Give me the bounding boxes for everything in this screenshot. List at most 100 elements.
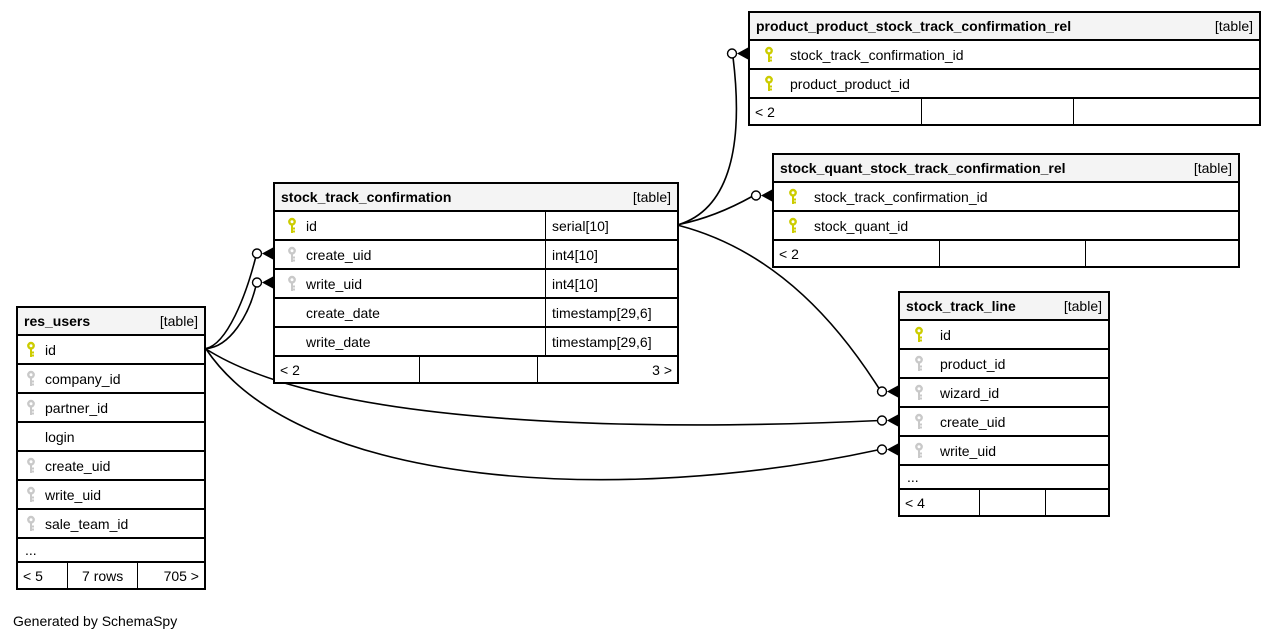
cardinality-circle-icon — [876, 415, 888, 426]
foreign-key-icon — [287, 275, 297, 292]
column-name: id — [940, 326, 951, 343]
table-header[interactable]: stock_track_line [table] — [900, 293, 1108, 321]
column-name: ... — [25, 542, 37, 558]
foreign-key-icon — [26, 486, 36, 503]
column-type-divider — [545, 212, 546, 357]
primary-key-icon — [764, 75, 774, 92]
primary-key-icon — [764, 46, 774, 63]
column-name: sale_team_id — [45, 515, 129, 532]
column-row-wizard_id: wizard_id — [900, 379, 1108, 408]
cardinality-circle-icon — [876, 386, 888, 397]
table-title[interactable]: res_users — [24, 313, 91, 329]
foreign-key-icon — [914, 413, 924, 430]
foreign-key-icon — [287, 246, 297, 263]
cardinality-circle-icon — [750, 190, 762, 201]
cardinality-circle-icon — [251, 277, 263, 288]
primary-key-icon — [914, 326, 924, 343]
table-tag: [table] — [1214, 18, 1253, 34]
column-type: serial[10] — [552, 217, 609, 234]
column-name: login — [45, 428, 75, 445]
column-name: product_id — [940, 355, 1006, 372]
crowfoot-icon — [887, 385, 898, 398]
table-header[interactable]: stock_track_confirmation [table] — [275, 184, 677, 212]
table-title[interactable]: stock_quant_stock_track_confirmation_rel — [780, 160, 1066, 176]
generated-by-note: Generated by SchemaSpy — [13, 613, 178, 629]
column-row-ellipsis: ... — [900, 466, 1108, 490]
cardinality-circle-icon — [251, 248, 263, 259]
table-rows: stock_track_confirmation_id stock_quant_i… — [774, 183, 1238, 241]
column-row-partner_id: partner_id — [18, 394, 204, 423]
cardinality-circle-icon — [876, 444, 888, 455]
column-name: ... — [907, 469, 919, 485]
footer-cell: 7 rows — [66, 563, 137, 588]
foreign-key-icon — [914, 384, 924, 401]
table-title[interactable]: stock_track_line — [906, 298, 1016, 314]
rel-res-users-id-to-stl-write-uid — [205, 348, 881, 481]
column-name: stock_track_confirmation_id — [814, 188, 988, 205]
column-name: id — [45, 341, 56, 358]
table-product_product_stock_track_confirmation_rel[interactable]: product_product_stock_track_confirmation… — [748, 11, 1261, 126]
foreign-key-icon — [914, 442, 924, 459]
table-res_users[interactable]: res_users [table] id company_id partner_id… — [16, 306, 206, 590]
column-row-stock_track_confirmation_id: stock_track_confirmation_id — [774, 183, 1238, 212]
column-type: int4[10] — [552, 275, 598, 292]
footer-cell: 705 > — [137, 563, 204, 588]
crowfoot-icon — [262, 247, 273, 260]
column-name: wizard_id — [940, 384, 1000, 401]
footer-cell — [1085, 241, 1238, 266]
column-name: write_date — [306, 333, 371, 350]
primary-key-icon — [26, 341, 36, 358]
footer-cell: < 2 — [779, 245, 799, 262]
crowfoot-icon — [761, 189, 772, 202]
rel-res-users-id-to-stc-write-uid — [205, 285, 257, 350]
column-type: timestamp[29,6] — [552, 333, 652, 350]
column-row-stock_quant_id: stock_quant_id — [774, 212, 1238, 241]
table-tag: [table] — [159, 313, 198, 329]
table-header[interactable]: product_product_stock_track_confirmation… — [750, 13, 1259, 41]
column-type: timestamp[29,6] — [552, 304, 652, 321]
column-row-write_date: write_date timestamp[29,6] — [275, 328, 677, 357]
column-name: create_date — [306, 304, 380, 321]
table-tag: [table] — [1193, 160, 1232, 176]
column-name: create_uid — [306, 246, 372, 263]
footer-cell: < 2 — [280, 361, 300, 378]
column-name: create_uid — [940, 413, 1006, 430]
footer-cell — [938, 241, 1086, 266]
column-row-write_uid: write_uid — [900, 437, 1108, 466]
column-row-product_product_id: product_product_id — [750, 70, 1259, 99]
foreign-key-icon — [914, 355, 924, 372]
rel-stc-id-to-stl-wizard-id — [678, 224, 881, 391]
column-row-ellipsis: ... — [18, 539, 204, 563]
rel-stc-id-to-product-product-rel — [678, 56, 738, 226]
table-stock_track_confirmation[interactable]: stock_track_confirmation [table] id seria… — [273, 182, 679, 384]
column-name: id — [306, 217, 317, 234]
column-row-create_uid: create_uid — [900, 408, 1108, 437]
column-name: company_id — [45, 370, 121, 387]
table-footer: < 4 — [900, 490, 1108, 515]
table-tag: [table] — [632, 189, 671, 205]
table-footer: < 2 3 > — [275, 357, 677, 382]
footer-cell — [1045, 490, 1108, 515]
table-title[interactable]: stock_track_confirmation — [281, 189, 452, 205]
footer-cell: < 4 — [905, 494, 925, 511]
table-header[interactable]: res_users [table] — [18, 308, 204, 336]
table-title[interactable]: product_product_stock_track_confirmation… — [756, 18, 1072, 34]
table-rows: id product_id wizard_id create_uid write_uid… — [900, 321, 1108, 490]
column-name: stock_quant_id — [814, 217, 909, 234]
foreign-key-icon — [26, 515, 36, 532]
foreign-key-icon — [26, 457, 36, 474]
column-row-id: id — [18, 336, 204, 365]
column-row-stock_track_confirmation_id: stock_track_confirmation_id — [750, 41, 1259, 70]
column-name: write_uid — [940, 442, 997, 459]
table-header[interactable]: stock_quant_stock_track_confirmation_rel… — [774, 155, 1238, 183]
cardinality-circle-icon — [726, 48, 738, 59]
table-stock_quant_stock_track_confirmation_rel[interactable]: stock_quant_stock_track_confirmation_rel… — [772, 153, 1240, 268]
table-footer: < 2 — [774, 241, 1238, 266]
footer-cell — [418, 357, 538, 382]
footer-cell: 3 > — [537, 357, 677, 382]
column-row-company_id: company_id — [18, 365, 204, 394]
